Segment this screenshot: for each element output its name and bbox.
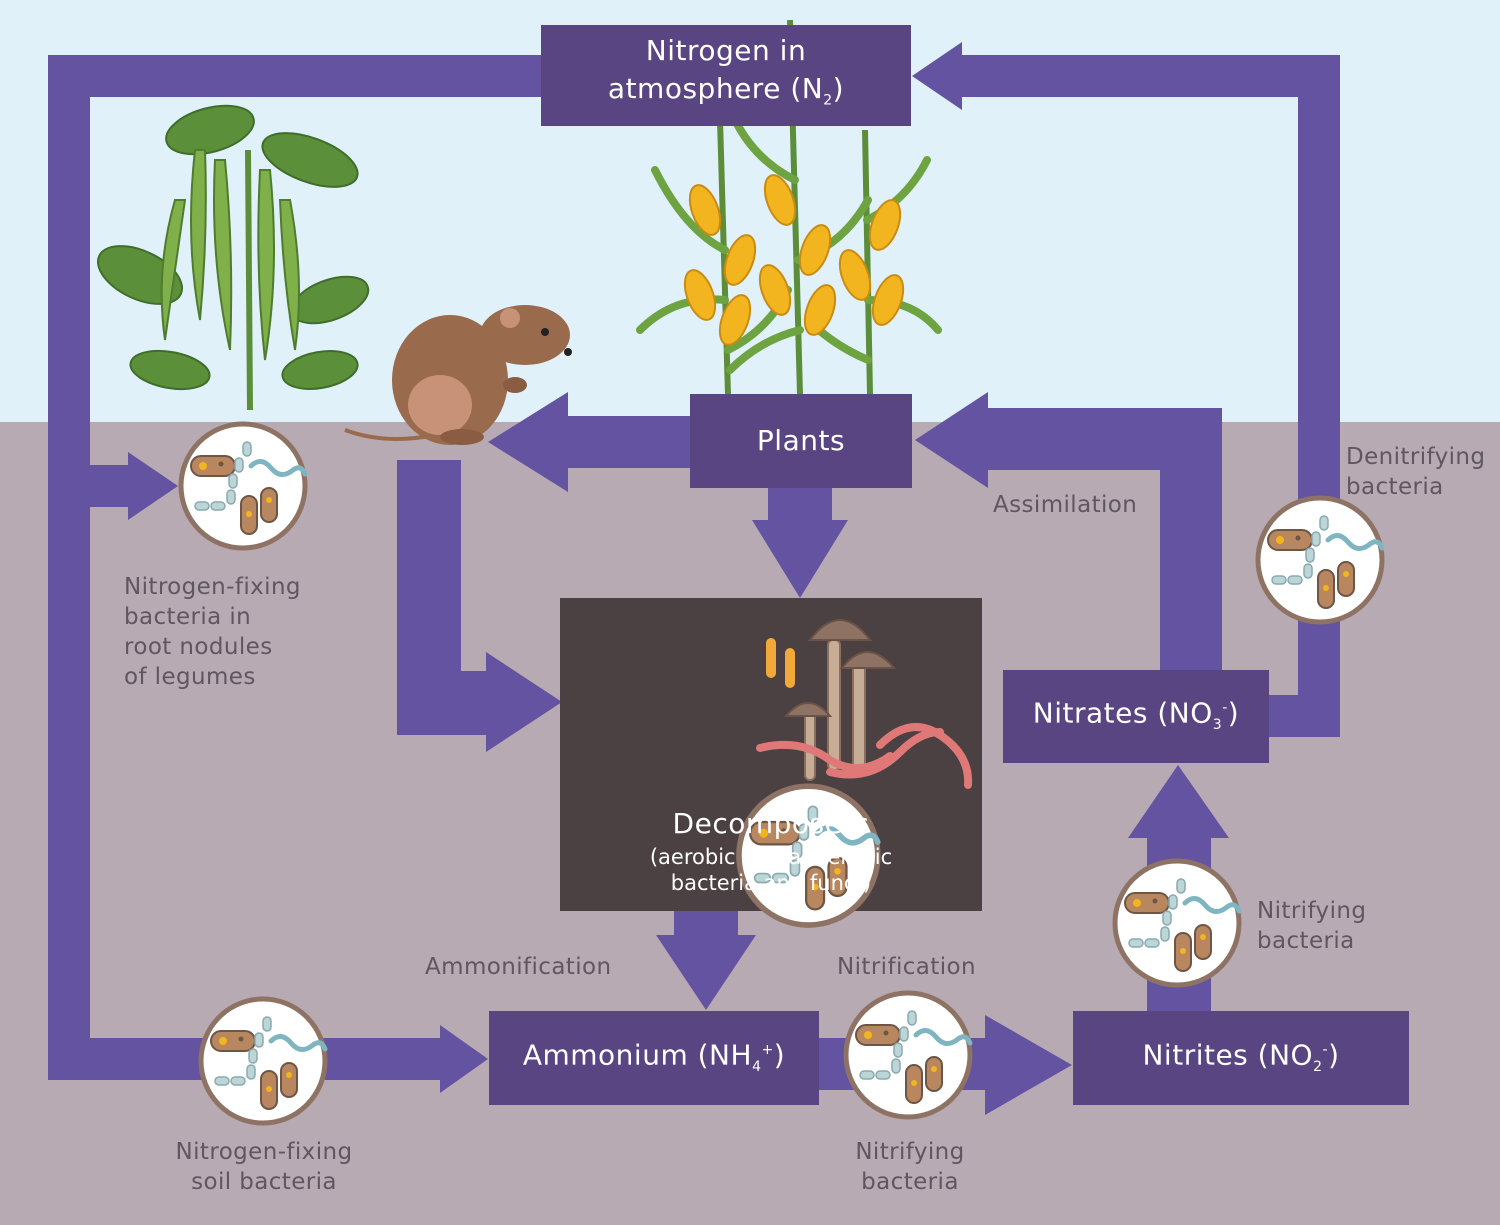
plants-to-decomposers-arrow: [752, 488, 848, 598]
decomposers-node: Decomposers (aerobic and anaerobic bacte…: [560, 800, 982, 900]
decomposers-line1: (aerobic and anaerobic: [649, 845, 893, 869]
nitrites-node: Nitrites (NO2-): [1073, 1011, 1409, 1105]
earthworms-illustration: [756, 723, 973, 789]
nitrifying-bacteria-right-label: Nitrifying bacteria: [1257, 898, 1367, 954]
soil-bacteria-icon: [201, 999, 325, 1123]
atmosphere-node: Nitrogen in atmosphere (N2): [541, 25, 911, 126]
plants-node: Plants: [690, 394, 912, 488]
atmosphere-line1: Nitrogen in: [645, 33, 807, 67]
plants-to-animals-arrow: [488, 392, 693, 492]
plants-label: Plants: [756, 424, 846, 457]
nitrifying-bacteria-bottom-label: Nitrifying bacteria: [855, 1139, 965, 1195]
legume-plant-illustration: [96, 104, 370, 411]
assimilation-arrow: [915, 392, 1222, 670]
decomposers-line2: bacteria and fungi): [670, 871, 872, 895]
decomposers-title: Decomposers: [672, 807, 870, 840]
assimilation-label: Assimilation: [993, 492, 1138, 518]
nitrifying-bacteria-right-icon: [1115, 861, 1239, 985]
ammonification-arrow: [656, 910, 756, 1010]
nitrifying-bacteria-bottom-icon: [846, 993, 970, 1117]
corn-plants-illustration: [636, 19, 942, 396]
soil-bacteria-label: Nitrogen-fixing soil bacteria: [175, 1139, 353, 1195]
rodent-illustration: [344, 305, 572, 445]
nitrates-node: Nitrates (NO3-): [1003, 670, 1269, 763]
mushrooms-illustration: [766, 619, 897, 781]
atmosphere-line2: atmosphere (N2): [607, 71, 845, 109]
denitrifying-bacteria-label: Denitrifying bacteria: [1346, 444, 1486, 500]
animals-to-decomposers-arrow: [397, 460, 562, 752]
ammonium-node: Ammonium (NH4+): [489, 1011, 819, 1105]
legume-bacteria-icon: [181, 424, 305, 548]
legume-bacteria-label: Nitrogen-fixing bacteria in root nodules…: [124, 574, 301, 690]
ammonification-label: Ammonification: [425, 954, 612, 980]
nitrification-label: Nitrification: [837, 954, 976, 980]
denitrifying-bacteria-icon: [1258, 498, 1382, 622]
